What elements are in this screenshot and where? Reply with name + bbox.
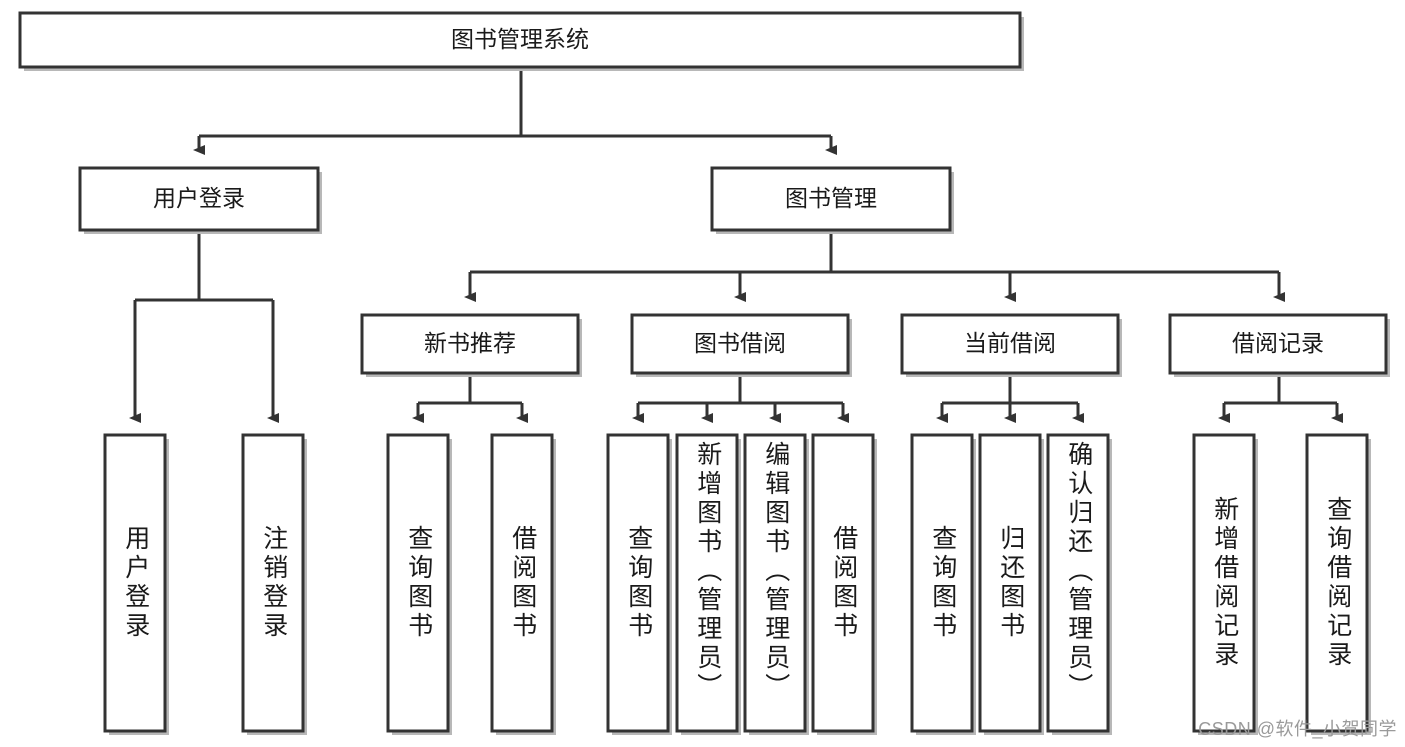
- node-user-login[interactable]: 用户登录: [78, 166, 322, 234]
- node-book-manage[interactable]: 图书管理: [710, 166, 954, 234]
- leaf-node-group: [103, 433, 1371, 735]
- node-current-borrow-box: [900, 313, 1120, 375]
- leaf-node-query-book-2[interactable]: [606, 433, 672, 735]
- node-book-manage-box: [710, 166, 952, 232]
- node-current-borrow[interactable]: 当前借阅: [900, 313, 1122, 377]
- node-new-book-recommend-label: 新书推荐: [424, 330, 516, 356]
- leaf-node-edit-book[interactable]: [743, 433, 809, 735]
- leaf-node-confirm-return[interactable]: [1046, 433, 1112, 735]
- node-user-login-label: 用户登录: [153, 185, 245, 211]
- watermark-text: CSDN @软件_小贺同学: [1198, 719, 1397, 739]
- node-book-borrow-label: 图书借阅: [694, 330, 786, 356]
- node-book-borrow[interactable]: 图书借阅: [630, 313, 852, 377]
- leaf-node-query-record[interactable]: [1305, 433, 1371, 735]
- node-new-book-recommend-box: [360, 313, 580, 375]
- leaf-node-borrow-book-2[interactable]: [811, 433, 877, 735]
- node-root-label: 图书管理系统: [451, 26, 589, 52]
- node-new-book-recommend[interactable]: 新书推荐: [360, 313, 582, 377]
- node-user-login-box: [78, 166, 320, 232]
- leaf-node-query-book-1[interactable]: [386, 433, 452, 735]
- node-borrow-record-label: 借阅记录: [1232, 330, 1324, 356]
- node-current-borrow-label: 当前借阅: [964, 330, 1056, 356]
- edge-group: [129, 69, 1343, 423]
- node-root-box: [18, 11, 1022, 69]
- leaf-node-add-book[interactable]: [675, 433, 741, 735]
- leaf-node-borrow-book-1[interactable]: [490, 433, 556, 735]
- leaf-node-user-login[interactable]: [103, 433, 169, 735]
- leaf-node-query-book-3[interactable]: [910, 433, 976, 735]
- node-borrow-record-box: [1168, 313, 1388, 375]
- leaf-node-add-record[interactable]: [1192, 433, 1258, 735]
- node-borrow-record[interactable]: 借阅记录: [1168, 313, 1390, 377]
- node-book-borrow-box: [630, 313, 850, 375]
- node-root[interactable]: 图书管理系统: [18, 11, 1024, 71]
- node-book-manage-label: 图书管理: [785, 185, 877, 211]
- leaf-node-logout-login[interactable]: [241, 433, 307, 735]
- leaf-node-return-book[interactable]: [978, 433, 1044, 735]
